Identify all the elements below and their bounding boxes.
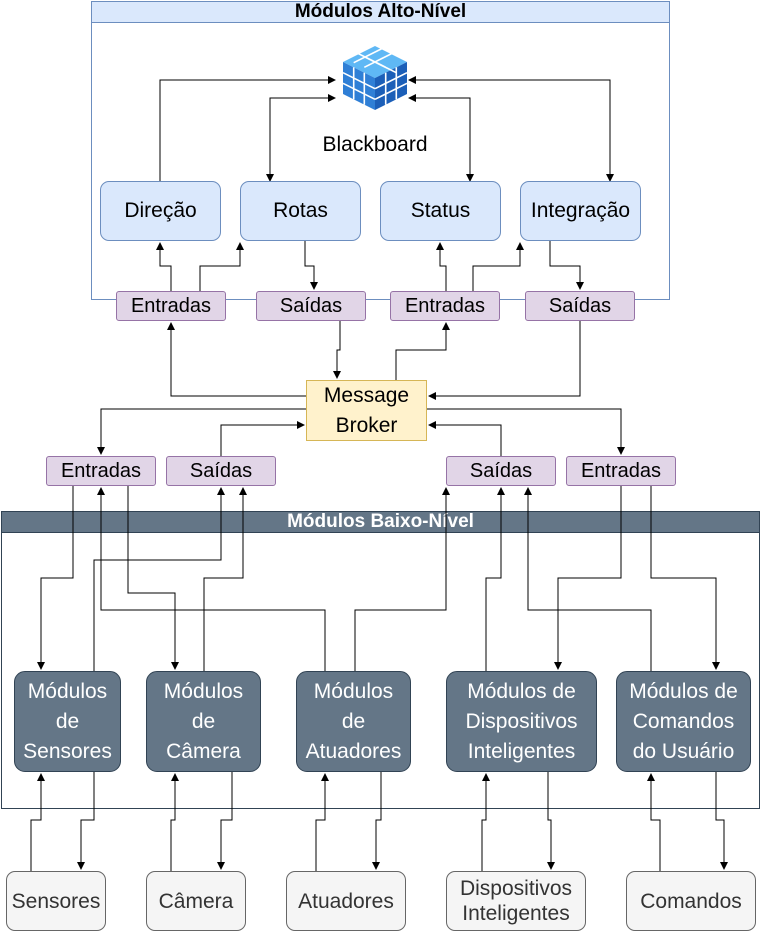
module-line: Inteligentes: [467, 739, 576, 763]
module-atuadores[interactable]: Módulos de Atuadores: [296, 671, 411, 772]
port-entradas-top-1[interactable]: Entradas: [116, 291, 226, 321]
port-entradas-bottom-2[interactable]: Entradas: [566, 456, 676, 486]
link-integracao-saidas2: [549, 241, 584, 290]
link-bottom-saidas1-broker: [220, 421, 305, 456]
link-integracao-blackboard: [408, 76, 614, 182]
link-broker-entradas2: [395, 322, 450, 380]
link-entradas1-rotas: [199, 242, 244, 291]
module-line: Módulos: [313, 679, 394, 703]
module-comandos-usuario[interactable]: Módulos de Comandos do Usuário: [616, 671, 751, 772]
link-camera-device-down: [217, 772, 233, 870]
module-line: Módulos: [163, 679, 244, 703]
link-rotas-blackboard: [266, 94, 336, 182]
module-line: Módulos: [27, 679, 108, 703]
link-entradas2-dispositivos: [554, 486, 622, 670]
cube-grid-icon: [342, 45, 408, 110]
module-status[interactable]: Status: [380, 181, 501, 241]
module-line: Módulos de: [467, 679, 576, 703]
link-broker-bottom-entradas2: [427, 408, 625, 455]
module-camera[interactable]: Módulos de Câmera: [146, 671, 261, 772]
link-entradas1-direcao: [156, 242, 172, 291]
device-line: Inteligentes: [462, 902, 570, 925]
link-entradas2-status: [436, 242, 447, 291]
link-sensores-device-down: [77, 772, 95, 870]
device-comandos[interactable]: Comandos: [626, 871, 756, 931]
link-camera-device-up: [170, 773, 179, 871]
port-saidas-bottom-1[interactable]: Saídas: [166, 456, 276, 486]
link-sensores-saidas1: [93, 487, 225, 671]
port-saidas-bottom-2[interactable]: Saídas: [446, 456, 556, 486]
link-comandos-device-up: [647, 773, 661, 871]
port-saidas-top-1[interactable]: Saídas: [256, 291, 366, 321]
link-entradas1-camera: [127, 486, 179, 670]
module-line: do Usuário: [632, 739, 735, 763]
link-entradas2-integracao: [472, 242, 524, 291]
link-atuadores-device-down: [372, 772, 382, 870]
link-rotas-saidas1: [304, 241, 318, 290]
device-line: Atuadores: [298, 889, 394, 913]
module-line: Comandos: [632, 709, 735, 733]
link-dispositivos-saidas2: [485, 487, 505, 671]
link-comandos-device-down: [715, 772, 728, 870]
module-line: Dispositivos: [465, 709, 578, 733]
link-atuadores-device-up: [315, 773, 329, 871]
module-direcao[interactable]: Direção: [100, 181, 221, 241]
device-atuadores[interactable]: Atuadores: [286, 871, 406, 931]
module-sensores[interactable]: Módulos de Sensores: [14, 671, 121, 772]
module-line: Módulos de: [629, 679, 738, 703]
link-saidas2-broker: [428, 321, 581, 400]
link-atuadores-saidas2: [354, 487, 450, 671]
device-line: Dispositivos: [459, 877, 573, 900]
module-dispositivos-inteligentes[interactable]: Módulos de Dispositivos Inteligentes: [446, 671, 597, 772]
link-direcao-blackboard: [159, 76, 336, 181]
module-line: de: [55, 709, 80, 733]
link-camera-saidas1: [203, 487, 247, 671]
message-broker[interactable]: Message Broker: [306, 380, 427, 441]
module-line: Câmera: [166, 739, 241, 763]
module-rotas[interactable]: Rotas: [240, 181, 361, 241]
link-entradas2-comandos: [650, 486, 720, 670]
device-camera[interactable]: Câmera: [146, 871, 246, 931]
port-entradas-top-2[interactable]: Entradas: [390, 291, 500, 321]
link-broker-bottom-entradas1: [97, 408, 306, 455]
link-saidas1-broker: [333, 321, 341, 379]
module-integracao[interactable]: Integração: [520, 181, 641, 241]
link-comandos-entradas2: [524, 487, 652, 671]
link-dispositivos-device-down: [547, 772, 555, 870]
link-entradas1-sensores: [37, 486, 74, 670]
device-sensores[interactable]: Sensores: [6, 871, 106, 931]
link-broker-entradas1: [167, 322, 306, 397]
high-level-frame-title: Módulos Alto-Nível: [91, 1, 670, 23]
blackboard-label: Blackboard: [322, 133, 428, 156]
link-bottom-saidas2-broker: [428, 421, 502, 456]
link-dispositivos-device-up: [481, 773, 490, 871]
message-broker-line2: Broker: [335, 413, 398, 437]
message-broker-line1: Message: [323, 383, 410, 407]
device-line: Comandos: [640, 889, 742, 913]
module-line: Sensores: [23, 739, 112, 763]
module-line: Atuadores: [305, 739, 402, 763]
device-line: Câmera: [158, 889, 234, 913]
low-level-frame-title: Módulos Baixo-Nível: [1, 511, 760, 533]
link-sensores-device-up: [30, 773, 45, 871]
device-line: Sensores: [11, 889, 101, 913]
device-dispositivos-inteligentes[interactable]: Dispositivos Inteligentes: [446, 871, 586, 931]
link-atuadores-entradas1: [97, 487, 326, 671]
module-line: de: [191, 709, 216, 733]
module-line: de: [341, 709, 366, 733]
port-saidas-top-2[interactable]: Saídas: [525, 291, 635, 321]
port-entradas-bottom-1[interactable]: Entradas: [46, 456, 156, 486]
